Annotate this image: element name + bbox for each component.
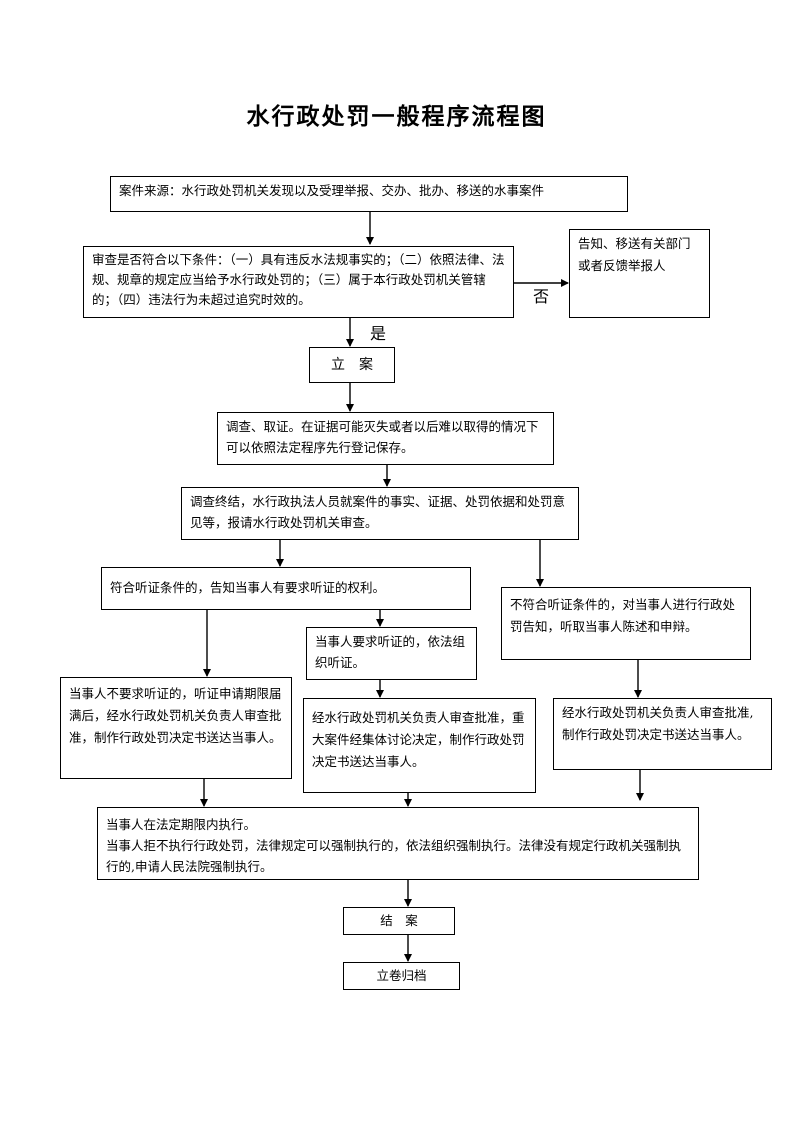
execution-line-2: 当事人拒不执行行政处罚，法律规定可以强制执行的，依法组织强制执行。法律没有规定行… [106,838,682,874]
node-notify-transfer: 告知、移送有关部门或者反馈举报人 [569,229,710,318]
execution-line-1: 当事人在法定期限内执行。 [106,817,257,832]
node-not-hearing-eligible: 不符合听证条件的，对当事人进行行政处罚告知，听取当事人陈述和申辩。 [501,587,751,660]
node-no-hearing-request: 当事人不要求听证的，听证申请期限届满后，经水行政处罚机关负责人审查批准，制作行政… [60,677,292,779]
node-case-source: 案件来源：水行政处罚机关发现以及受理举报、交办、批办、移送的水事案件 [110,176,628,212]
node-register-case: 立 案 [309,347,395,383]
node-collective-decision: 经水行政处罚机关负责人审查批准，重大案件经集体讨论决定，制作行政处罚决定书送达当… [303,698,536,793]
node-hearing-requested: 当事人要求听证的，依法组织听证。 [306,627,477,680]
node-report-review: 调查终结，水行政执法人员就案件的事实、证据、处罚依据和处罚意见等，报请水行政处罚… [181,487,579,540]
label-yes: 是 [370,324,387,343]
node-close-case: 结 案 [343,907,455,935]
node-review-conditions: 审查是否符合以下条件：（一）具有违反水法规事实的；（二）依照法律、法规、规章的规… [83,246,514,318]
node-approve-decision: 经水行政处罚机关负责人审查批准,制作行政处罚决定书送达当事人。 [553,698,772,770]
node-archive: 立卷归档 [343,962,460,990]
node-hearing-eligible: 符合听证条件的，告知当事人有要求听证的权利。 [101,567,471,610]
node-execution: 当事人在法定期限内执行。 当事人拒不执行行政处罚，法律规定可以强制执行的，依法组… [97,807,699,880]
page-title: 水行政处罚一般程序流程图 [246,103,547,130]
node-investigate: 调查、取证。在证据可能灭失或者以后难以取得的情况下可以依照法定程序先行登记保存。 [217,412,554,465]
label-no: 否 [533,287,550,306]
